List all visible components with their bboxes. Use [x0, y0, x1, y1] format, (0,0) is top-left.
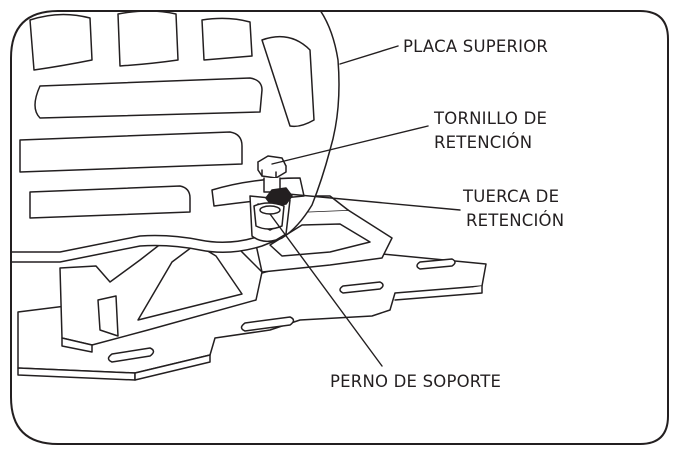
label-retaining-nut-line2: RETENCIÓN — [466, 211, 564, 230]
leader-retaining-nut — [287, 193, 461, 211]
plate-slot — [107, 347, 155, 363]
base-plate — [17, 247, 487, 381]
label-retaining-screw-line1: TORNILLO DE — [433, 109, 547, 128]
label-support-bolt: PERNO DE SOPORTE — [330, 372, 501, 391]
plate-slot — [339, 281, 384, 294]
top-plate — [11, 11, 340, 263]
leader-support-bolt — [269, 213, 383, 367]
left-bracket — [59, 227, 263, 353]
leader-top-plate — [339, 45, 399, 65]
callout-labels: PLACA SUPERIOR TORNILLO DE RETENCIÓN TUE… — [330, 37, 564, 391]
support-bolt — [253, 202, 285, 230]
label-retaining-screw-line2: RETENCIÓN — [434, 133, 532, 152]
plate-slot — [416, 258, 456, 270]
plate-slot — [240, 316, 295, 332]
label-top-plate: PLACA SUPERIOR — [403, 37, 548, 56]
leader-retaining-screw — [271, 125, 429, 165]
rounded-frame — [10, 10, 669, 445]
retaining-nut — [265, 187, 293, 207]
label-retaining-nut-line1: TUERCA DE — [462, 187, 559, 206]
leader-lines — [269, 45, 461, 367]
